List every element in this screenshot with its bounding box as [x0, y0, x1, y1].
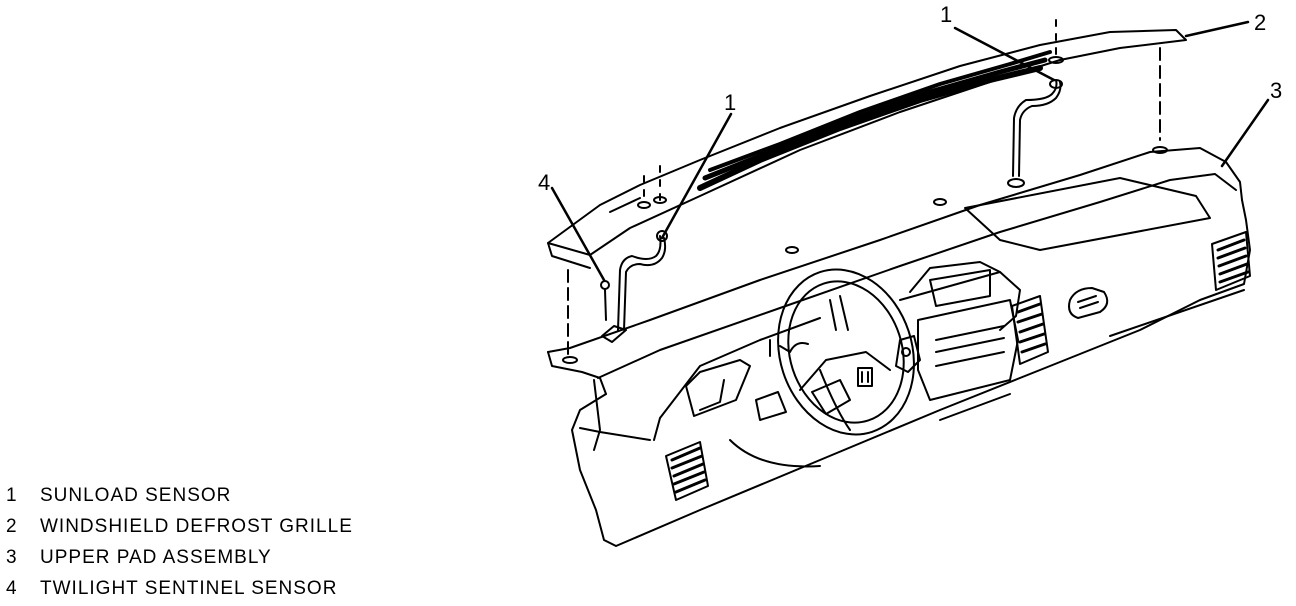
- leader-lines: [550, 20, 1270, 282]
- sunload-sensor-left: [601, 165, 668, 343]
- legend-item: 1 SUNLOAD SENSOR: [6, 480, 353, 511]
- legend-item: 4 TWILIGHT SENTINEL SENSOR: [6, 573, 353, 604]
- dashboard-body: [571, 199, 1251, 547]
- legend-item: 3 UPPER PAD ASSEMBLY: [6, 542, 353, 573]
- twilight-sentinel-sensor: [600, 280, 610, 321]
- steering-wheel: [755, 268, 921, 436]
- sunload-sensor-right: [1007, 19, 1064, 188]
- legend-label: TWILIGHT SENTINEL SENSOR: [40, 577, 338, 599]
- callout-twilight-sensor: 4: [538, 170, 550, 195]
- callout-upper-pad: 3: [1270, 78, 1282, 103]
- windshield-defrost-grille: [547, 29, 1187, 269]
- callout-numbers: 1 1 2 3 4: [538, 2, 1282, 195]
- mounting-guide-lines: [567, 47, 1161, 355]
- legend-label: SUNLOAD SENSOR: [40, 484, 232, 506]
- callout-sunload-right: 1: [940, 2, 952, 27]
- legend-label: UPPER PAD ASSEMBLY: [40, 546, 272, 568]
- legend: 1 SUNLOAD SENSOR 2 WINDSHIELD DEFROST GR…: [6, 480, 353, 604]
- legend-label: WINDSHIELD DEFROST GRILLE: [40, 515, 353, 537]
- callout-defrost-grille: 2: [1254, 10, 1266, 35]
- callout-sunload-left: 1: [724, 90, 736, 115]
- legend-number: 4: [6, 577, 18, 599]
- air-vents: [665, 231, 1251, 501]
- legend-number: 2: [6, 515, 18, 537]
- legend-number: 3: [6, 546, 18, 568]
- legend-item: 2 WINDSHIELD DEFROST GRILLE: [6, 511, 353, 542]
- upper-pad-assembly: [547, 146, 1243, 395]
- legend-number: 1: [6, 484, 18, 506]
